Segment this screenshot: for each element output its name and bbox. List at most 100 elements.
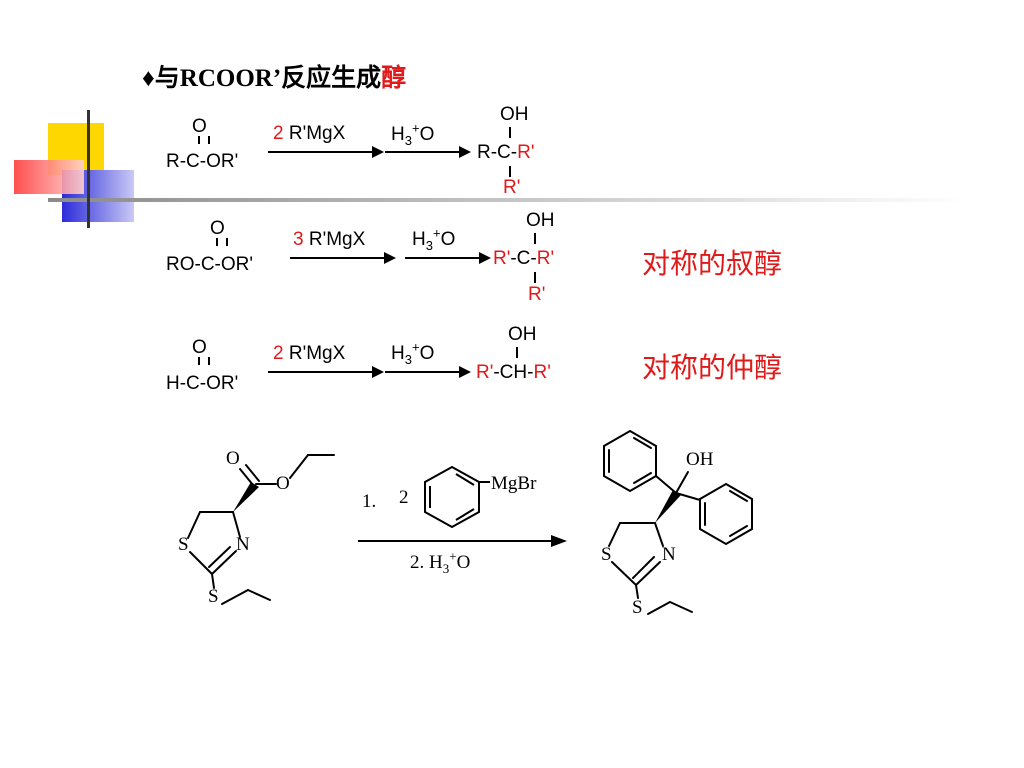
step-2-label: 2. H3+O: [410, 548, 471, 576]
product-bond-ethyl: [669, 601, 693, 613]
reactant-bond-carbonyl-c-o: [239, 468, 254, 486]
reactant-bond-carbonyl-double: [245, 464, 260, 482]
product-bond-c-ph2: [675, 492, 701, 501]
example-arrow-head: [551, 535, 567, 547]
r3-arrow-2: [385, 366, 471, 378]
r2-workup-sup: +: [432, 225, 441, 241]
reactant-bond-ch2-s: [187, 511, 201, 539]
title-bullet: ♦: [142, 65, 155, 92]
reactant-s-ring: S: [178, 534, 189, 555]
r2-workup-sub: 3: [425, 237, 433, 253]
r1-reagent-name: R'MgX: [283, 123, 346, 144]
r3-product-r1: R': [476, 362, 494, 383]
r2-bond-down: [534, 272, 536, 283]
grignard-mgbr: MgBr: [491, 473, 537, 494]
r2-product-main: R'-C-R': [493, 248, 554, 270]
r1-workup-o: O: [419, 124, 435, 145]
r2-product-r2: R': [536, 248, 555, 269]
reactant-o-carbonyl: O: [226, 448, 240, 469]
product-phenyl-ring-2: [699, 482, 753, 546]
r1-product-r1: R': [517, 142, 535, 163]
reactant-n-ring: N: [236, 534, 250, 555]
r2-workup: H3+O: [412, 225, 456, 253]
product-bond-c2-n-double: [632, 556, 655, 579]
r2-product-r1: R': [493, 248, 511, 269]
page-title: ♦与RCOOR’反应生成醇: [142, 58, 406, 94]
r2-reactant-carbonyl-o: O: [210, 218, 225, 239]
product-bond-c2-s: [611, 561, 637, 586]
r2-reagent-name: R'MgX: [303, 229, 366, 250]
reactant-s-sub: S: [208, 586, 219, 607]
r1-workup-sub: 3: [404, 132, 412, 148]
r2-arrow-1: [290, 252, 396, 264]
r1-product-main: R-C-R': [477, 142, 534, 164]
r3-reactant-carbonyl-o: O: [192, 337, 207, 358]
r2-product-c: -C-: [510, 248, 537, 269]
reactant-bond-n-c2: [211, 550, 237, 575]
product-bond-c-oh: [675, 471, 689, 494]
r3-workup-h: H: [391, 343, 405, 364]
r1-product-oh: OH: [500, 104, 529, 125]
product-wedge-bond: [655, 490, 681, 523]
r1-bond-down: [509, 166, 511, 177]
grignard-phenyl-ring: [424, 465, 480, 529]
r3-reagent-name: R'MgX: [283, 343, 346, 364]
product-bond-ch2-s: [608, 522, 621, 547]
r2-double-bond: [216, 238, 228, 246]
reactant-bond-c2-n-double: [208, 546, 231, 568]
r1-bond-up: [509, 127, 511, 138]
r2-workup-o: O: [440, 229, 456, 250]
r2-product-oh: OH: [526, 210, 555, 231]
r1-arrow-1: [268, 146, 384, 158]
r3-workup: H3+O: [391, 339, 434, 366]
product-bond-ssub-ch2: [647, 601, 671, 615]
r1-reactant-carbonyl-o: O: [192, 116, 207, 137]
reactant-bond-ethyl: [247, 589, 271, 601]
reactant-bond-c2-s: [189, 551, 213, 575]
product-s-sub: S: [632, 597, 643, 618]
step-1-count: 2: [399, 487, 409, 508]
title-prefix: 与RCOOR’反应生成: [154, 65, 382, 92]
r3-product-main: R'-CH-R': [476, 362, 551, 384]
step-2-sub: 3: [442, 560, 450, 576]
product-phenyl-ring-1: [603, 429, 657, 493]
reactant-bond-ssub-ch2: [221, 589, 249, 605]
r3-note-secondary-alcohol: 对称的仲醇: [642, 351, 783, 384]
corner-decoration: [14, 110, 968, 228]
r1-reagent: 2 R'MgX: [273, 123, 345, 145]
r1-arrow-2: [385, 146, 471, 158]
step-2-o: O: [456, 552, 471, 573]
r3-reagent: 2 R'MgX: [273, 343, 345, 365]
reactant-bond-oester-ch2: [289, 454, 309, 479]
title-highlight: 醇: [381, 65, 407, 92]
r3-product-r2: R': [533, 362, 551, 383]
step-2-sup: +: [449, 548, 457, 564]
product-bond-c4-n: [654, 522, 664, 547]
r3-reagent-count: 2: [273, 343, 284, 364]
product-bond-c-ph1: [655, 475, 677, 494]
deco-red-bar: [14, 160, 84, 194]
product-oh: OH: [686, 449, 714, 470]
r1-double-bond: [198, 136, 210, 144]
r2-workup-h: H: [412, 229, 426, 250]
r2-reagent: 3 R'MgX: [293, 229, 365, 251]
r1-workup-sup: +: [411, 120, 420, 136]
r2-bond-up: [534, 233, 536, 244]
r3-arrow-1: [268, 366, 384, 378]
r1-reagent-count: 2: [273, 123, 284, 144]
deco-vertical-rule: [87, 110, 90, 228]
step-1-label: 1.: [362, 491, 377, 512]
r3-product-oh: OH: [508, 324, 537, 345]
r3-bond-up: [516, 347, 518, 358]
r1-product-rc: R-C-: [477, 142, 518, 163]
step-2-h: 2. H: [410, 552, 443, 573]
r2-product-r3: R': [528, 284, 546, 305]
r3-reactant: H-C-OR': [166, 373, 239, 394]
r3-double-bond: [198, 357, 210, 365]
product-s-ring: S: [601, 544, 612, 565]
reactant-wedge-bond: [233, 482, 259, 512]
r2-reactant: RO-C-OR': [166, 254, 254, 275]
r3-workup-sup: +: [411, 339, 420, 355]
r2-reagent-count: 3: [293, 229, 304, 250]
